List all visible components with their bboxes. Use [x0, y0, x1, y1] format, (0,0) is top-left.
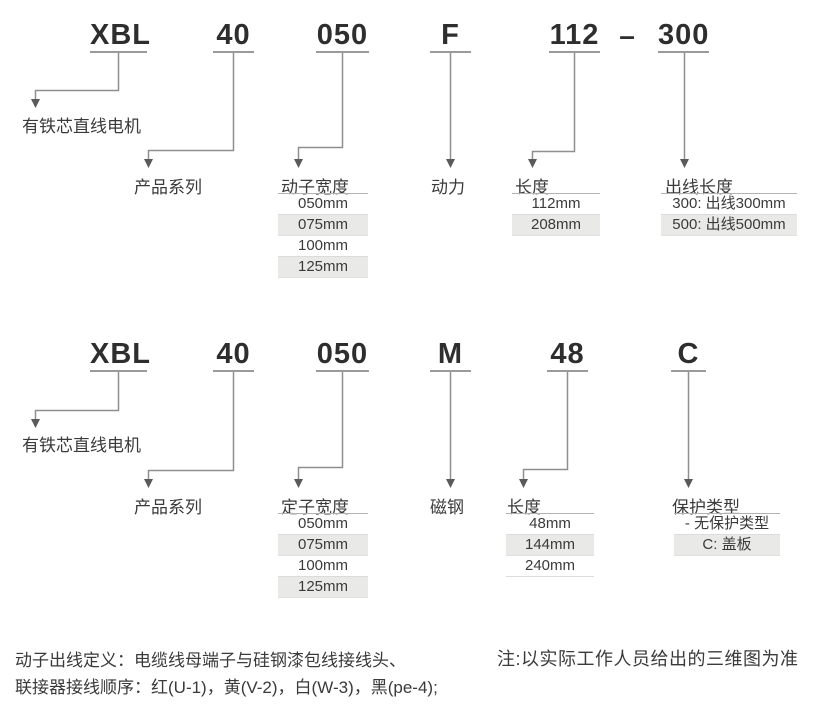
length-options-1: 112mm 208mm [512, 193, 600, 236]
mover-width-options: 050mm 075mm 100mm 125mm [278, 193, 368, 278]
label-length-2: 长度 [507, 498, 541, 517]
label-mover-width: 动子宽度 [281, 178, 349, 197]
label-magnet: 磁钢 [430, 498, 464, 517]
code-length-2: 48 [547, 339, 588, 372]
label-stator-width: 定子宽度 [281, 498, 349, 517]
option-row: 100mm [278, 556, 368, 577]
code-mover-width: 050 [316, 19, 369, 53]
note-wiring-definition: 动子出线定义：电缆线母端子与硅钢漆包线接线头、 [15, 651, 406, 670]
option-row: 48mm [506, 514, 594, 535]
option-row: 075mm [278, 215, 368, 236]
code-cable-length: 300 [658, 19, 710, 53]
note-wiring-order: 联接器接线顺序：红(U-1)，黄(V-2)，白(W-3)，黑(pe-4); [15, 678, 438, 697]
code-frame-1: 40 [213, 20, 254, 53]
stator-width-options: 050mm 075mm 100mm 125mm [278, 513, 368, 598]
option-row: 208mm [512, 215, 600, 236]
label-series-1: 产品系列 [134, 178, 202, 197]
label-power: 动力 [431, 178, 465, 197]
option-row: C: 盖板 [674, 535, 780, 556]
option-row: 240mm [506, 556, 594, 577]
code-protection: C [671, 339, 706, 372]
note-disclaimer: 注:以实际工作人员给出的三维图为准 [497, 649, 799, 669]
option-row: 144mm [506, 535, 594, 556]
option-row: 075mm [278, 535, 368, 556]
protection-options: - 无保护类型 C: 盖板 [674, 513, 780, 556]
option-row: 050mm [278, 514, 368, 535]
code-stator-width: 050 [316, 338, 369, 372]
option-row: 100mm [278, 236, 368, 257]
option-row: 125mm [278, 257, 368, 278]
cable-length-options: 300: 出线300mm 500: 出线500mm [661, 193, 797, 236]
option-row: 050mm [278, 194, 368, 215]
option-row: 300: 出线300mm [661, 194, 797, 215]
code-frame-2: 40 [213, 339, 254, 372]
option-row: - 无保护类型 [674, 514, 780, 535]
code-series-1: XBL [90, 19, 151, 53]
label-motor-type-2: 有铁芯直线电机 [22, 436, 141, 455]
label-protection: 保护类型 [672, 498, 740, 517]
code-power: F [430, 20, 471, 53]
code-series-2: XBL [90, 338, 151, 372]
option-row: 500: 出线500mm [661, 215, 797, 236]
label-cable-length: 出线长度 [665, 178, 733, 197]
option-row: 112mm [512, 194, 600, 215]
label-motor-type-1: 有铁芯直线电机 [22, 117, 141, 136]
option-row: 125mm [278, 577, 368, 598]
code-separator-dash: – [619, 20, 635, 51]
code-magnet: M [430, 339, 471, 372]
length-options-2: 48mm 144mm 240mm [506, 513, 594, 577]
label-series-2: 产品系列 [134, 498, 202, 517]
label-length-1: 长度 [515, 178, 549, 197]
code-length-1: 112 [549, 19, 600, 53]
